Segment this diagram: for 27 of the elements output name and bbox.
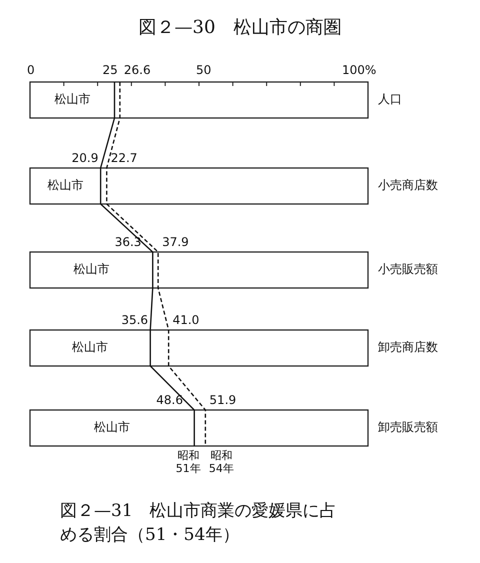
tick-label: 50 xyxy=(196,64,212,78)
figure-caption: 図２—31 松山市商業の愛媛県に占める割合（51・54年） xyxy=(60,500,338,547)
figure-title: 図２—30 松山市の商圏 xyxy=(138,18,342,39)
bar-label: 松山市 xyxy=(47,179,84,193)
value-label: 36.3 xyxy=(114,236,142,250)
category-label: 小売商店数 xyxy=(378,179,438,193)
value-label: 48.6 xyxy=(156,394,183,408)
value-label: 37.9 xyxy=(162,236,189,250)
value-label: 20.9 xyxy=(72,152,98,166)
category-label: 卸売販売額 xyxy=(378,421,438,435)
category-label: 卸売商店数 xyxy=(378,341,438,355)
series-label: 昭和51年 xyxy=(175,450,202,476)
series-label: 昭和54年 xyxy=(208,450,234,476)
category-label: 小売販売額 xyxy=(378,263,438,277)
value-label: 22.7 xyxy=(110,152,138,166)
value-label: 41.0 xyxy=(172,314,200,328)
value-label: 26.6 xyxy=(124,64,151,78)
bar-label: 松山市 xyxy=(94,421,130,435)
bar-label: 松山市 xyxy=(73,263,110,277)
category-label: 人口 xyxy=(378,93,402,107)
tick-label: 100% xyxy=(342,64,376,78)
bar-label: 松山市 xyxy=(72,341,108,355)
tick-label: 0 xyxy=(27,64,35,78)
value-label: 35.6 xyxy=(121,314,148,328)
bar-label: 松山市 xyxy=(54,93,90,107)
tick-label: 25 xyxy=(102,64,118,78)
value-label: 51.9 xyxy=(209,394,236,408)
